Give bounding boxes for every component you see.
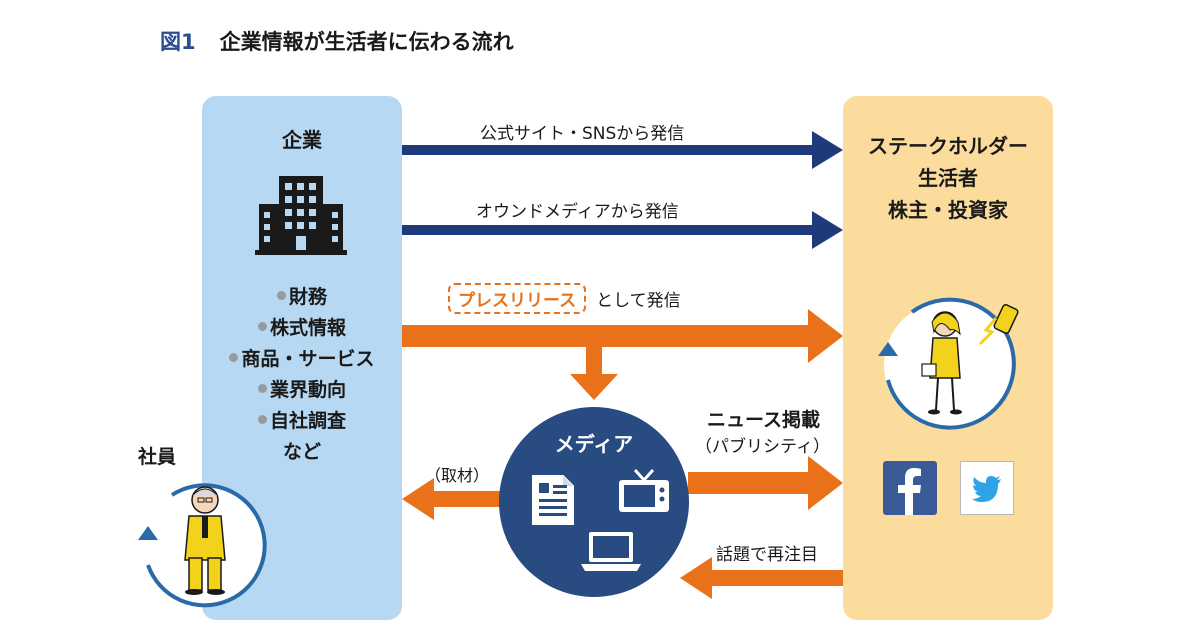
official-site-arrow (402, 131, 843, 169)
laptop-icon (581, 532, 641, 571)
document-icon (532, 475, 574, 525)
list-item: 財務 (202, 282, 402, 313)
tv-icon (619, 468, 669, 512)
coverage-label: （取材） (425, 466, 490, 485)
owned-media-label: オウンドメディアから発信 (476, 202, 679, 222)
news-label: ニュース掲載 (707, 409, 821, 431)
twitter-icon (960, 461, 1014, 515)
coverage-arrow (402, 478, 502, 520)
facebook-icon (883, 461, 937, 515)
press-release-tag: プレスリリース (448, 283, 587, 314)
stakeholder-line: ステークホルダー (868, 134, 1028, 158)
press-release-suffix: として発信 (596, 291, 681, 311)
press-release-arrow (402, 309, 843, 363)
bullet-dot (257, 322, 267, 331)
list-etc: など (282, 441, 321, 463)
reattention-arrow (680, 557, 843, 599)
figure-title-text: 企業情報が生活者に伝わる流れ (219, 30, 514, 54)
bullet-dot (257, 384, 267, 393)
list-item: 業界動向 (202, 375, 402, 406)
official-site-label: 公式サイト・SNSから発信 (480, 124, 685, 144)
employee-label: 社員 (138, 446, 177, 468)
company-info-list: 財務 株式情報 商品・サービス 業界動向 自社調査 など (202, 282, 402, 468)
figure-title: 図1 企業情報が生活者に伝わる流れ (160, 26, 514, 56)
publicity-label: （パブリシティ） (695, 437, 830, 457)
bullet-dot (276, 291, 286, 300)
list-item: 商品・サービス (202, 344, 402, 375)
bullet-dot (257, 415, 267, 424)
employee-cycle-icon (138, 483, 267, 608)
figure-number: 図1 (160, 30, 196, 54)
bullet-dot (229, 353, 239, 362)
stakeholder-labels: ステークホルダー 生活者 株主・投資家 (843, 130, 1053, 226)
press-to-media-arrow (570, 347, 618, 400)
reattention-label: 話題で再注目 (716, 545, 818, 565)
office-building-icon (255, 176, 347, 255)
investor-line: 株主・投資家 (888, 198, 1008, 222)
news-arrow (688, 456, 843, 510)
owned-media-arrow (402, 211, 843, 249)
list-item: 自社調査 (202, 406, 402, 437)
list-item: 株式情報 (202, 313, 402, 344)
company-label: 企業 (282, 128, 322, 152)
consumer-cycle-icon (878, 297, 1019, 430)
media-label: メディア (554, 432, 634, 456)
consumer-line: 生活者 (918, 166, 978, 190)
press-release-label: プレスリリースとして発信 (448, 283, 681, 314)
